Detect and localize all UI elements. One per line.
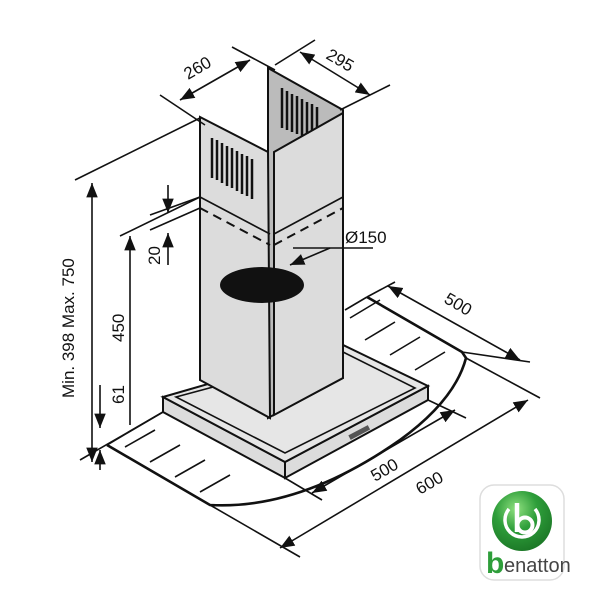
dim-height-range: Min. 398 Max. 750	[59, 258, 78, 398]
dim-glass-width: 600	[413, 468, 447, 499]
duct-outlet	[220, 267, 304, 303]
dim-chimney-depth: 295	[323, 45, 357, 76]
logo-text: enatton	[504, 555, 571, 577]
dim-chimney-width: 260	[181, 53, 215, 84]
logo-b-glyph: b	[486, 547, 504, 580]
chimney	[199, 66, 344, 420]
dim-body-height: 450	[109, 314, 128, 342]
dimension-lines	[74, 39, 541, 558]
dim-base-height: 61	[109, 385, 128, 404]
vent-slots-left	[210, 138, 254, 199]
vent-slots-back	[280, 88, 319, 136]
benatton-logo: b enatton	[479, 484, 571, 581]
dim-glass-depth: 500	[441, 289, 475, 320]
dim-hood-width: 500	[368, 455, 402, 486]
dim-overlap: 20	[145, 246, 164, 265]
dim-duct-diameter: Ø150	[345, 228, 387, 247]
